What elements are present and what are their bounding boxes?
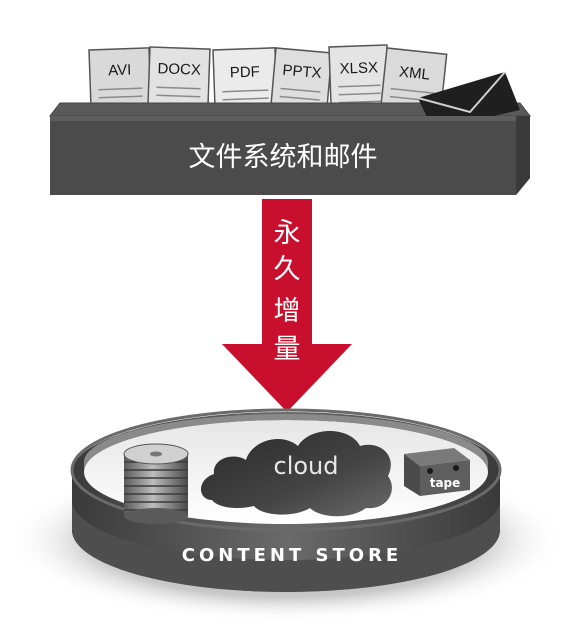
arrow-char-3: 增 <box>274 296 301 327</box>
document-label-docx: DOCX <box>157 60 201 79</box>
document-label-pptx: PPTX <box>282 62 323 82</box>
document-label-pdf: PDF <box>230 63 261 81</box>
file-tray: 文件系统和邮件 <box>48 71 532 195</box>
content-store-label: CONTENT STORE <box>182 545 402 566</box>
document-label-xml: XML <box>398 63 430 83</box>
arrow-char-4: 量 <box>274 334 301 365</box>
document-label-xlsx: XLSX <box>339 59 378 77</box>
growth-arrow: 永 久 增 量 <box>222 199 352 412</box>
arrow-char-2: 久 <box>274 254 301 285</box>
envelope-icon <box>417 71 520 130</box>
cloud-label: cloud <box>274 452 339 480</box>
cloud-icon: cloud <box>201 431 392 517</box>
tray-title: 文件系统和邮件 <box>189 142 378 173</box>
disk-stack-icon <box>123 443 189 524</box>
document-label-avi: AVI <box>108 62 132 80</box>
arrow-char-1: 永 <box>274 218 301 249</box>
tape-label: tape <box>430 476 461 490</box>
content-store: cloud tape CONTENT STORE <box>8 408 564 622</box>
tape-icon: tape <box>404 448 470 496</box>
